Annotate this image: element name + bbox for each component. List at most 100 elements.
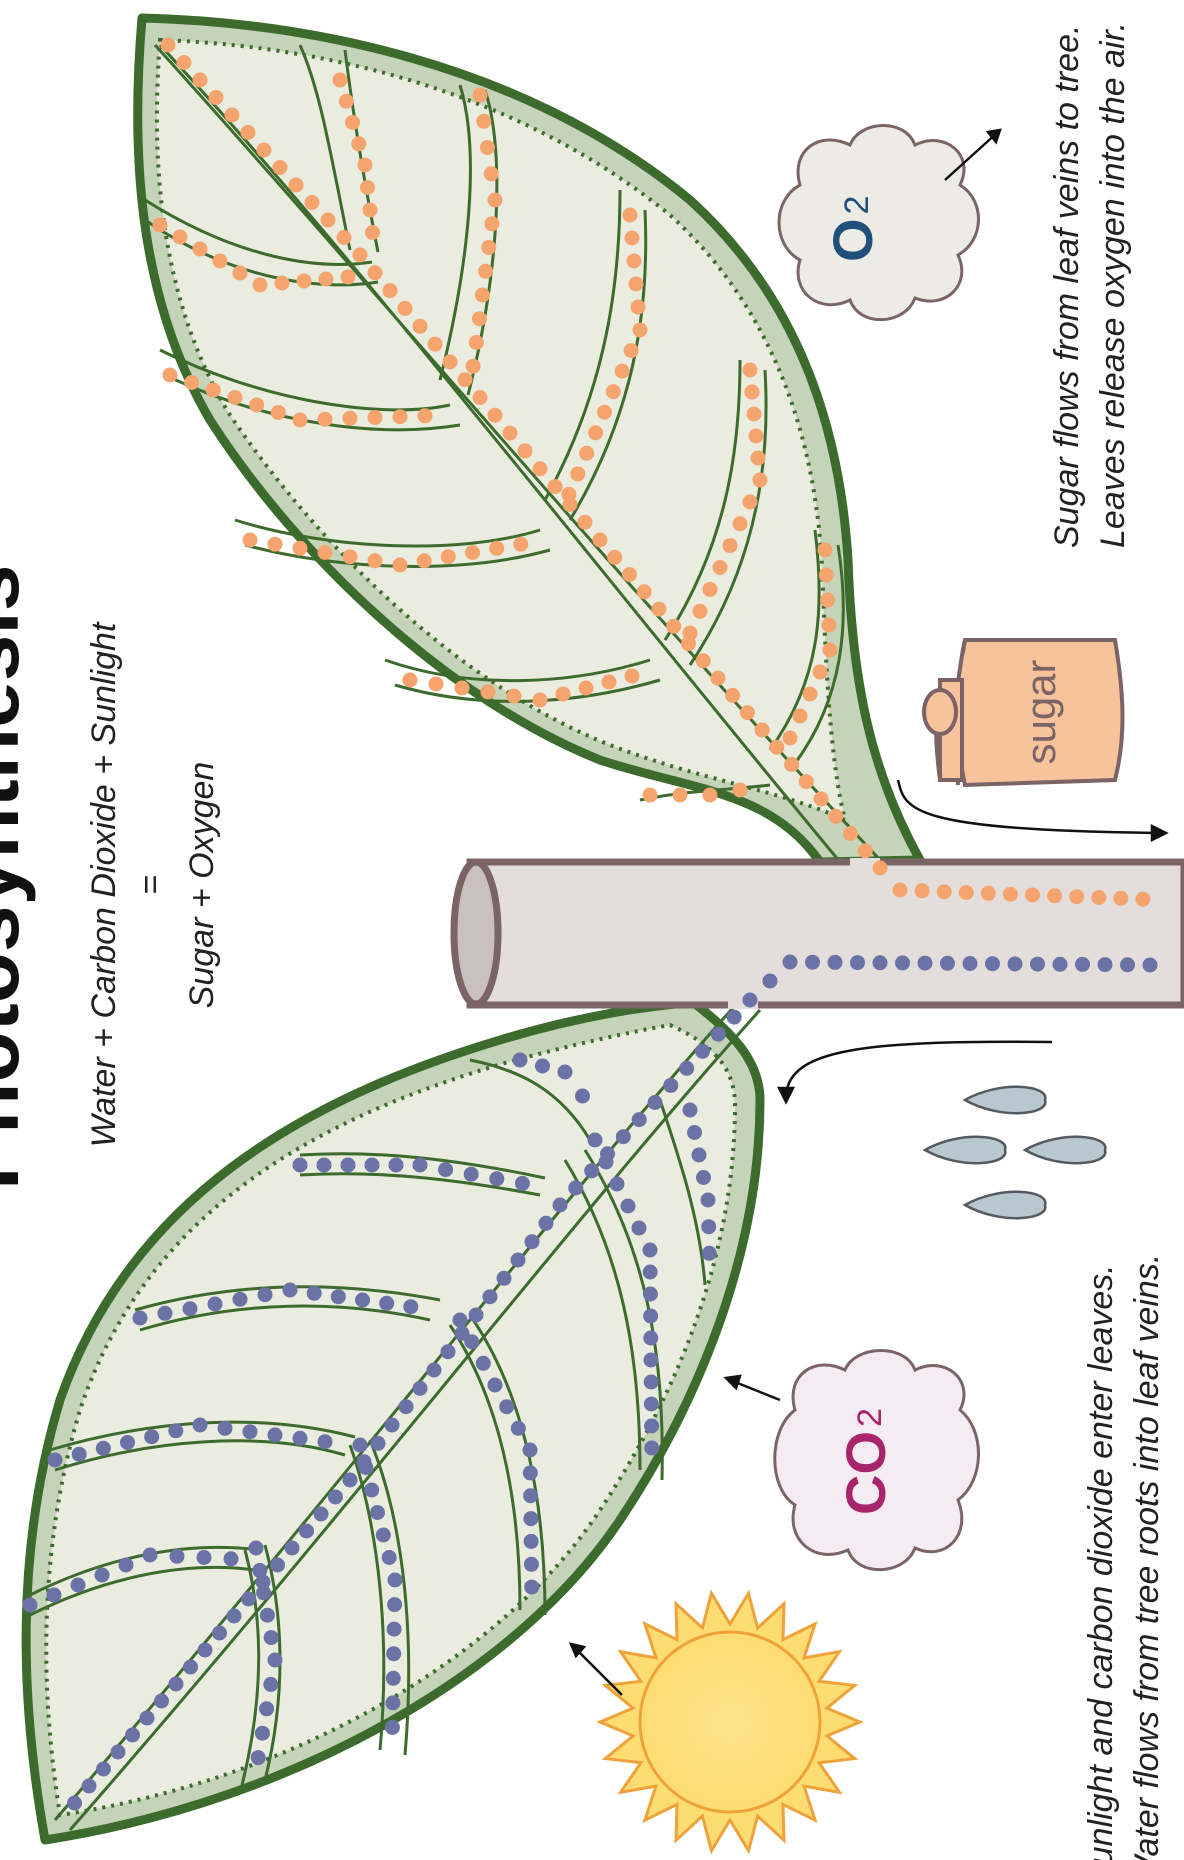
sugar-dot xyxy=(915,883,930,898)
sugar-dot xyxy=(803,687,818,702)
sugar-dot xyxy=(753,473,768,488)
water-dot xyxy=(307,1286,322,1301)
water-dot xyxy=(513,1053,528,1068)
sugar-dot xyxy=(755,722,770,737)
sugar-dot xyxy=(625,231,640,246)
water-dot xyxy=(387,1622,402,1637)
sugar-dot xyxy=(413,319,428,334)
sugar-dot xyxy=(319,272,334,287)
water-dot xyxy=(293,1158,308,1173)
sugar-dot xyxy=(570,466,585,481)
water-dot xyxy=(168,1423,183,1438)
sugar-dot xyxy=(333,73,348,88)
sugar-dot xyxy=(733,783,748,798)
sugar-dot xyxy=(358,158,373,173)
water-dot xyxy=(511,1253,526,1268)
sugar-dot xyxy=(293,413,308,428)
water-dot xyxy=(376,1528,391,1543)
sugar-dot xyxy=(633,323,648,338)
water-dot xyxy=(71,1578,86,1593)
sugar-dot xyxy=(345,115,360,130)
sugar-dot xyxy=(637,584,652,599)
water-dot xyxy=(193,1418,208,1433)
sugar-arrow xyxy=(898,780,1160,833)
water-dot xyxy=(341,1158,356,1173)
water-dot xyxy=(314,1507,329,1522)
water-dot xyxy=(469,1308,484,1323)
water-dot xyxy=(370,1505,385,1520)
water-dot xyxy=(828,955,843,970)
water-dot xyxy=(358,1460,373,1475)
sugar-dot xyxy=(673,788,688,803)
sugar-dot xyxy=(161,38,176,53)
water-dot xyxy=(227,1609,242,1624)
sugar-dot xyxy=(489,541,504,556)
sugar-dot xyxy=(588,425,603,440)
sugar-dot xyxy=(696,653,711,668)
water-dot xyxy=(143,1548,158,1563)
sugar-dot xyxy=(337,230,352,245)
water-drop-icon xyxy=(925,1137,1005,1163)
sugar-dot xyxy=(475,288,490,303)
water-dot xyxy=(353,1438,368,1453)
sugar-dot xyxy=(193,73,208,88)
sugar-dot xyxy=(249,398,264,413)
sugar-dot xyxy=(365,225,380,240)
water-dot xyxy=(255,1726,270,1741)
water-dot xyxy=(648,1095,663,1110)
sugar-dot xyxy=(1003,887,1018,902)
water-dot xyxy=(524,1580,539,1595)
sugar-dot xyxy=(723,538,738,553)
water-dot xyxy=(318,1434,333,1449)
water-dot xyxy=(1120,957,1135,972)
sugar-dot xyxy=(465,545,480,560)
water-dot xyxy=(483,1289,498,1304)
sugar-dot xyxy=(473,88,488,103)
water-dot xyxy=(125,1728,140,1743)
sugar-dot xyxy=(213,254,228,269)
water-dot xyxy=(610,1177,625,1192)
water-dot xyxy=(644,1441,659,1456)
water-dot xyxy=(476,1356,491,1371)
water-dot xyxy=(1098,957,1113,972)
water-dot xyxy=(616,1129,631,1144)
water-dot xyxy=(588,1133,603,1148)
water-dot xyxy=(568,1180,583,1195)
water-dot xyxy=(687,1125,702,1140)
water-dot xyxy=(599,1155,614,1170)
sugar-dot xyxy=(455,681,470,696)
water-dot xyxy=(72,1447,87,1462)
equation: Water + Carbon Dioxide + Sunlight = Suga… xyxy=(85,621,221,1147)
sugar-dot xyxy=(360,180,375,195)
sugar-dot xyxy=(624,343,639,358)
water-drop-icon xyxy=(965,1087,1045,1113)
water-dot xyxy=(575,1089,590,1104)
water-dot xyxy=(850,955,865,970)
sugar-dot xyxy=(253,278,268,293)
water-dot xyxy=(523,1465,538,1480)
water-dot xyxy=(553,1198,568,1213)
water-dot xyxy=(233,1292,248,1307)
sugar-dot xyxy=(703,582,718,597)
sugar-dot xyxy=(293,541,308,556)
sugar-dot xyxy=(173,230,188,245)
water-dot xyxy=(963,956,978,971)
water-dot xyxy=(464,1167,479,1182)
sugar-dot xyxy=(819,568,834,583)
sugar-dot xyxy=(318,412,333,427)
sugar-dot xyxy=(710,671,725,686)
water-dot xyxy=(539,1216,554,1231)
sugar-dot xyxy=(163,368,178,383)
water-dot xyxy=(525,1234,540,1249)
sugar-dot xyxy=(666,619,681,634)
water-dot xyxy=(763,974,778,989)
oxygen-cloud: O2 xyxy=(779,125,979,319)
sugar-dot xyxy=(818,543,833,558)
sugar-dot xyxy=(403,673,418,688)
water-dot xyxy=(711,1027,726,1042)
water-dot xyxy=(940,956,955,971)
sugar-dot xyxy=(533,693,548,708)
water-dot xyxy=(644,1397,659,1412)
water-dot xyxy=(154,1694,169,1709)
